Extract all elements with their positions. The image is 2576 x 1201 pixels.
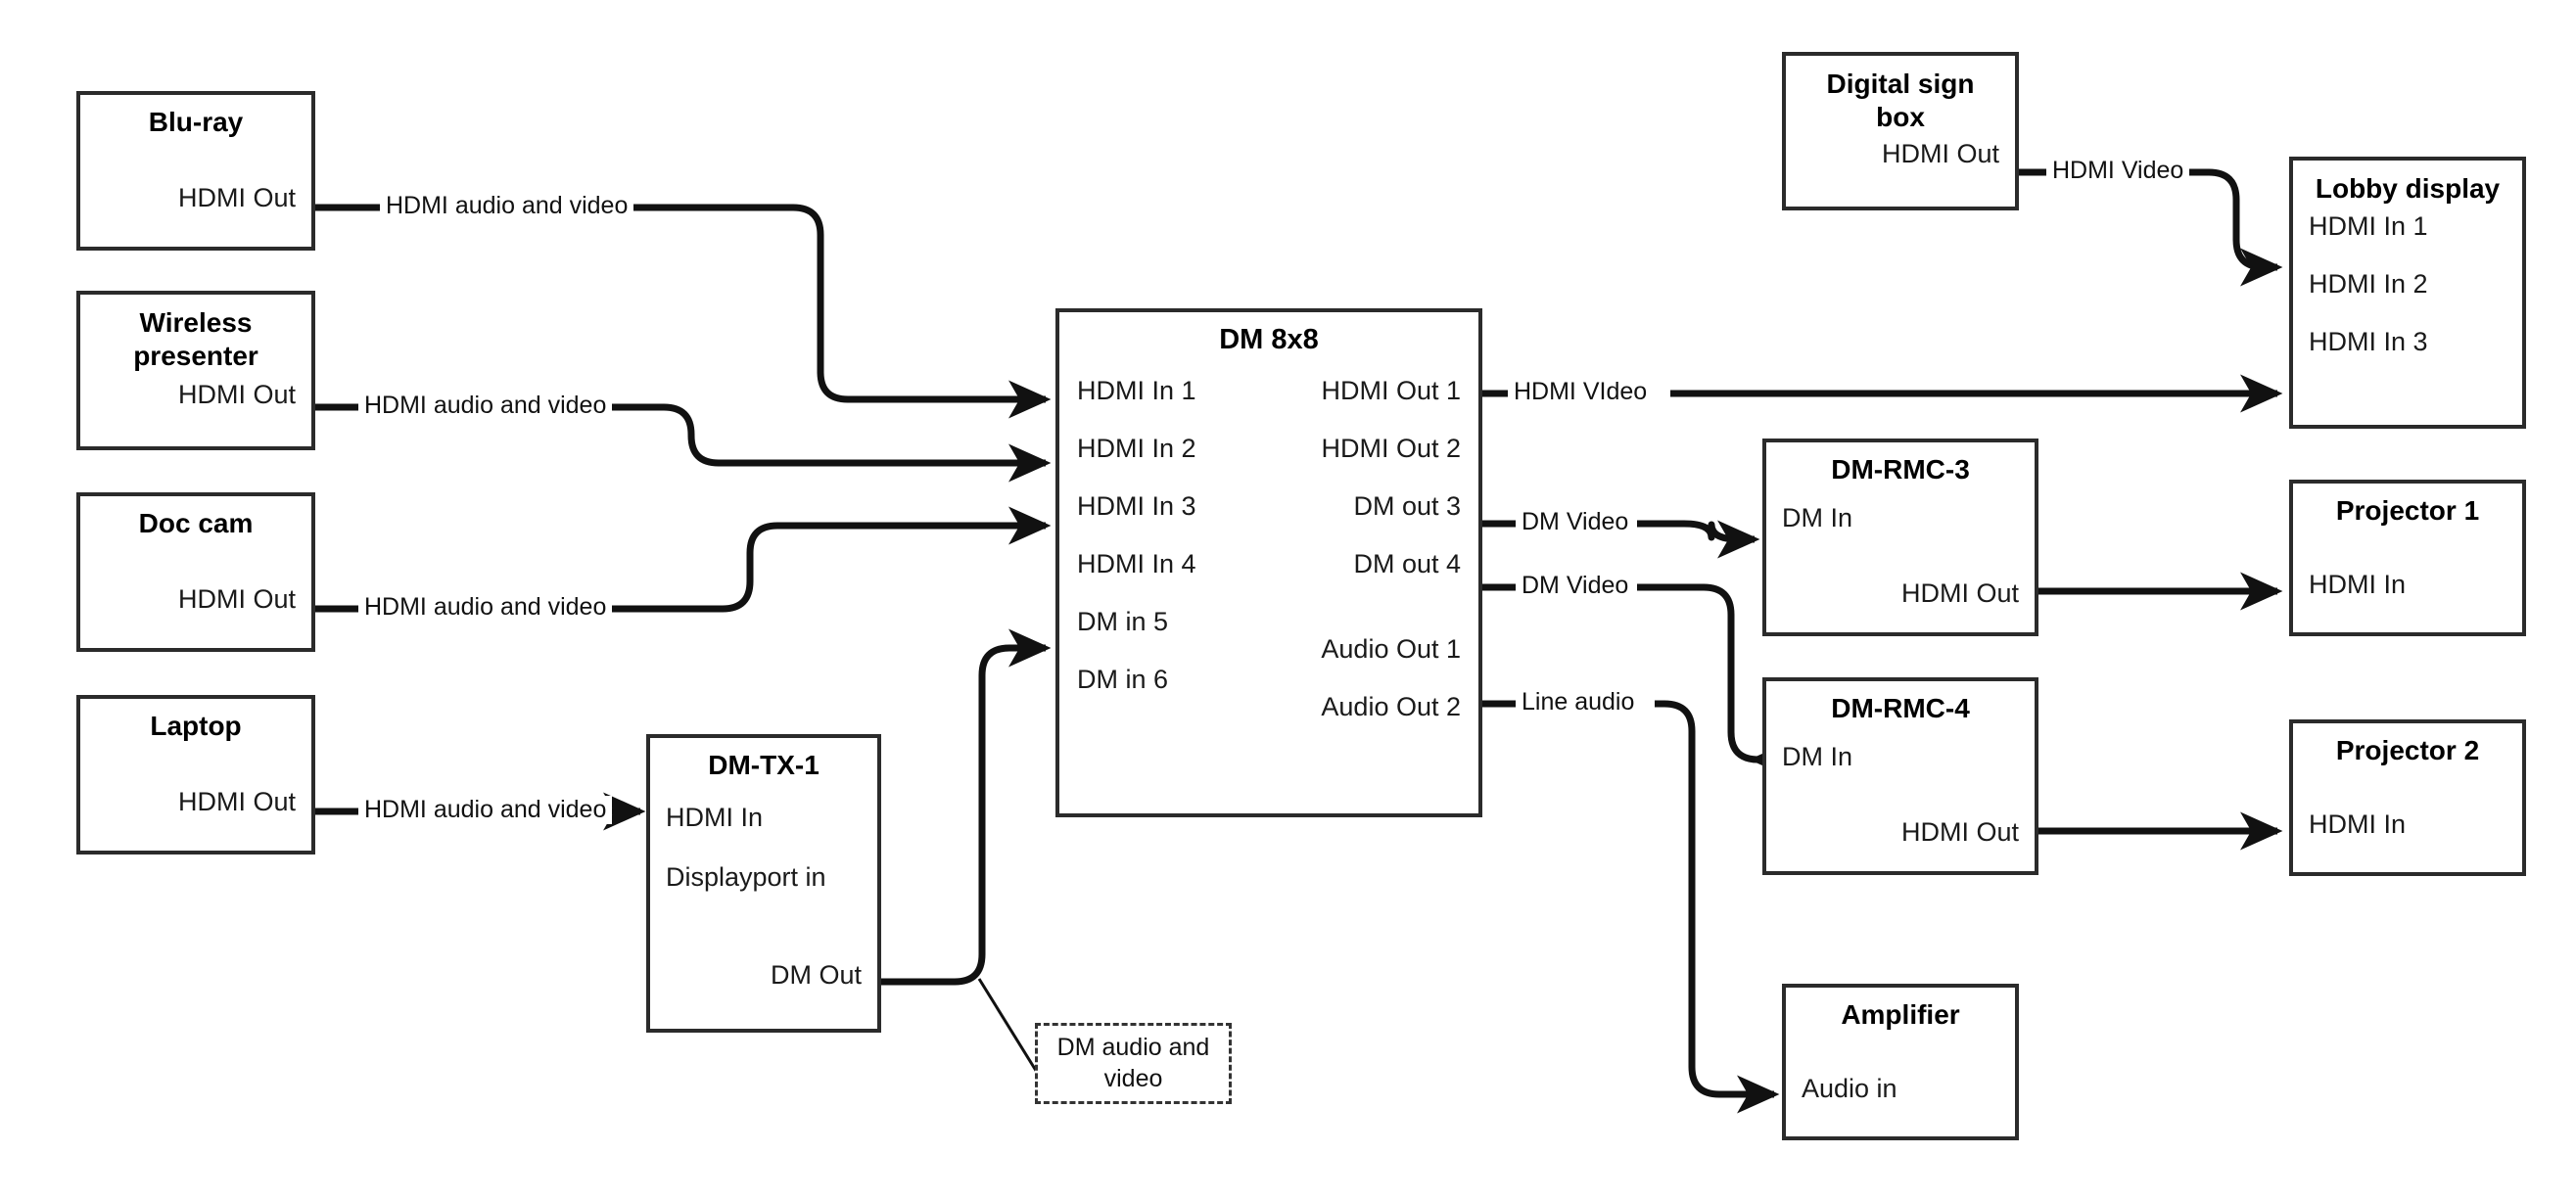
node-projector-1[interactable]: Projector 1 HDMI In (2289, 480, 2526, 636)
node-dm-tx-1-title: DM-TX-1 (708, 750, 820, 780)
node-dm-rmc-3-port-hdmi-out: HDMI Out (1900, 578, 2019, 608)
node-bluray-port-hdmi-out: HDMI Out (177, 183, 296, 212)
edge-label-sign-to-lobby-hdmi-in-1: HDMI Video (2046, 157, 2190, 185)
node-lobby-display-port-hdmi-in-1: HDMI In 1 (2309, 210, 2428, 241)
node-digital-sign-box-port-hdmi-out: HDMI Out (1881, 139, 1999, 169)
node-wireless-presenter-port-hdmi-out: HDMI Out (177, 380, 296, 410)
node-dm-8x8-outputs: HDMI Out 1 HDMI Out 2 DM out 3 DM out 4 … (1321, 376, 1461, 722)
wire-sign-to-lobby-hdmi-in-1-b (2179, 168, 2283, 287)
node-bluray[interactable]: Blu-ray HDMI Out (76, 91, 315, 251)
edge-label-wireless-to-hdmi-in-2: HDMI audio and video (358, 392, 613, 420)
node-dm-rmc-4-port-hdmi-out: HDMI Out (1900, 817, 2019, 847)
node-doc-cam-title: Doc cam (138, 508, 254, 538)
node-amplifier[interactable]: Amplifier Audio in (1782, 984, 2019, 1140)
node-lobby-display-port-hdmi-in-3: HDMI In 3 (2309, 326, 2428, 356)
wire-doccam-to-hdmi-in-3-b (612, 506, 1052, 613)
node-wireless-presenter[interactable]: Wireless presenter HDMI Out (76, 291, 315, 450)
node-amplifier-title: Amplifier (1841, 999, 1960, 1030)
edge-label-bluray-to-hdmi-in-1: HDMI audio and video (380, 192, 634, 220)
node-doc-cam[interactable]: Doc cam HDMI Out (76, 492, 315, 652)
edge-label-doccam-to-hdmi-in-3: HDMI audio and video (358, 593, 613, 622)
node-wireless-presenter-title: Wireless presenter (133, 307, 258, 371)
node-dm-8x8-output-dm-out-4: DM out 4 (1353, 549, 1461, 578)
node-dm-tx-1-port-dm-out: DM Out (770, 960, 862, 990)
callout-dm-audio-and-video: DM audio and video (1035, 1023, 1232, 1104)
node-dm-rmc-3[interactable]: DM-RMC-3 DM In HDMI Out (1762, 439, 2038, 636)
node-projector-2-port-hdmi-in: HDMI In (2309, 809, 2407, 839)
node-digital-sign-box-title: Digital sign box (1826, 69, 1975, 132)
node-dm-8x8-input-dm-in-5: DM in 5 (1077, 607, 1169, 636)
node-projector-1-title: Projector 1 (2335, 495, 2480, 526)
node-laptop-port-hdmi-out: HDMI Out (177, 787, 296, 816)
node-dm-tx-1-port-displayport-in: Displayport in (666, 862, 826, 892)
node-lobby-display-port-hdmi-in-2: HDMI In 2 (2309, 268, 2428, 299)
wire-dmtx1-to-dm-in-5 (881, 628, 1052, 986)
node-dm-8x8-input-hdmi-in-1: HDMI In 1 (1077, 376, 1196, 405)
node-dm-8x8-input-hdmi-in-2: HDMI In 2 (1077, 434, 1196, 463)
edge-label-audio-out-1-to-amplifier: Line audio (1516, 688, 1641, 716)
node-amplifier-port-audio-in: Audio in (1802, 1074, 1897, 1103)
wire-bluray-to-hdmi-in-1-b (627, 204, 1052, 419)
node-dm-8x8-output-hdmi-out-1: HDMI Out 1 (1321, 376, 1461, 405)
node-dm-rmc-4-title: DM-RMC-4 (1831, 693, 1970, 723)
node-dm-rmc-4-port-dm-in: DM In (1782, 742, 1853, 771)
node-laptop[interactable]: Laptop HDMI Out (76, 695, 315, 855)
edge-label-hdmi-out-1-to-lobby-hdmi-in-3: HDMI VIdeo (1508, 378, 1654, 406)
node-laptop-title: Laptop (150, 711, 242, 741)
wire-dm-out-4-to-rmc4-b (1637, 583, 1792, 779)
node-dm-8x8-input-hdmi-in-3: HDMI In 3 (1077, 491, 1196, 521)
node-dm-8x8-output-audio-out-1: Audio Out 1 (1321, 634, 1461, 664)
node-dm-8x8-title: DM 8x8 (1219, 324, 1319, 355)
node-dm-8x8-output-dm-out-3: DM out 3 (1353, 491, 1461, 521)
edge-label-laptop-to-dmtx1: HDMI audio and video (358, 796, 613, 824)
node-dm-rmc-3-port-dm-in: DM In (1782, 503, 1853, 532)
node-projector-2-title: Projector 2 (2335, 735, 2480, 765)
node-dm-tx-1[interactable]: DM-TX-1 HDMI In Displayport in DM Out (646, 734, 881, 1033)
node-projector-1-port-hdmi-in: HDMI In (2309, 570, 2407, 599)
node-projector-2[interactable]: Projector 2 HDMI In (2289, 719, 2526, 876)
node-dm-rmc-3-title: DM-RMC-3 (1831, 454, 1970, 485)
wire-note-leader (977, 978, 1045, 1083)
wire-audio-out-1-to-amplifier-b (1655, 700, 1780, 1114)
node-lobby-display-title: Lobby display (2315, 173, 2501, 204)
edge-label-dm-out-3-to-rmc3: DM Video (1516, 508, 1635, 536)
node-dm-tx-1-port-hdmi-in: HDMI In (666, 803, 764, 832)
node-lobby-display[interactable]: Lobby display HDMI In 1 HDMI In 2 HDMI I… (2289, 157, 2526, 429)
node-dm-8x8-output-hdmi-out-2: HDMI Out 2 (1321, 434, 1461, 463)
node-dm-rmc-4[interactable]: DM-RMC-4 DM In HDMI Out (1762, 677, 2038, 875)
node-dm-8x8-output-audio-out-2: Audio Out 2 (1321, 692, 1461, 721)
node-bluray-title: Blu-ray (148, 107, 244, 137)
node-dm-8x8-input-hdmi-in-4: HDMI In 4 (1077, 549, 1196, 578)
wire-dm-out-3-to-rmc3-b (1637, 520, 1760, 559)
node-doc-cam-port-hdmi-out: HDMI Out (177, 584, 296, 614)
node-dm-8x8-input-dm-in-6: DM in 6 (1077, 665, 1169, 694)
wire-wireless-to-hdmi-in-2-b (612, 403, 1052, 483)
edge-label-dm-out-4-to-rmc4: DM Video (1516, 572, 1635, 600)
node-dm-8x8-inputs: HDMI In 1 HDMI In 2 HDMI In 3 HDMI In 4 … (1077, 376, 1196, 695)
node-dm-8x8[interactable]: DM 8x8 HDMI In 1 HDMI In 2 HDMI In 3 HDM… (1055, 308, 1482, 817)
callout-dm-audio-and-video-text: DM audio and video (1056, 1034, 1210, 1092)
node-digital-sign-box[interactable]: Digital sign box HDMI Out (1782, 52, 2019, 210)
